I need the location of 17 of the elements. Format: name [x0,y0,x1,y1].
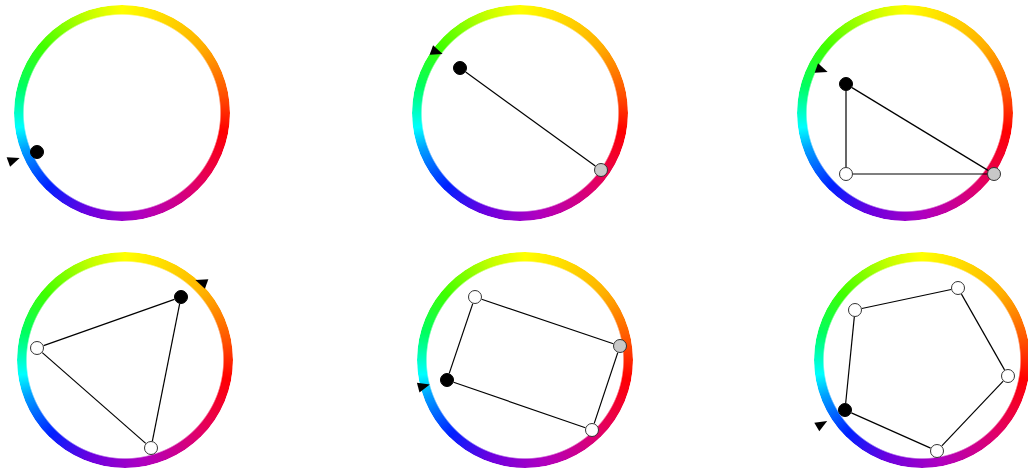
connector-line [845,90,847,168]
connector-line [453,381,586,429]
connector-line [941,380,1004,447]
connector-line [852,173,988,175]
color-point-marker [987,167,1001,181]
connector-line [465,71,596,167]
connector-line [151,303,181,442]
connector-line [845,316,855,404]
connector-line [41,352,147,444]
connector-line [861,288,952,310]
connector-line [43,298,175,347]
connector-line [481,298,614,345]
connector-line [850,412,932,449]
connector-line [960,293,1006,371]
connector-line [593,352,619,424]
connector-line [851,87,989,171]
connector-line [448,303,474,374]
